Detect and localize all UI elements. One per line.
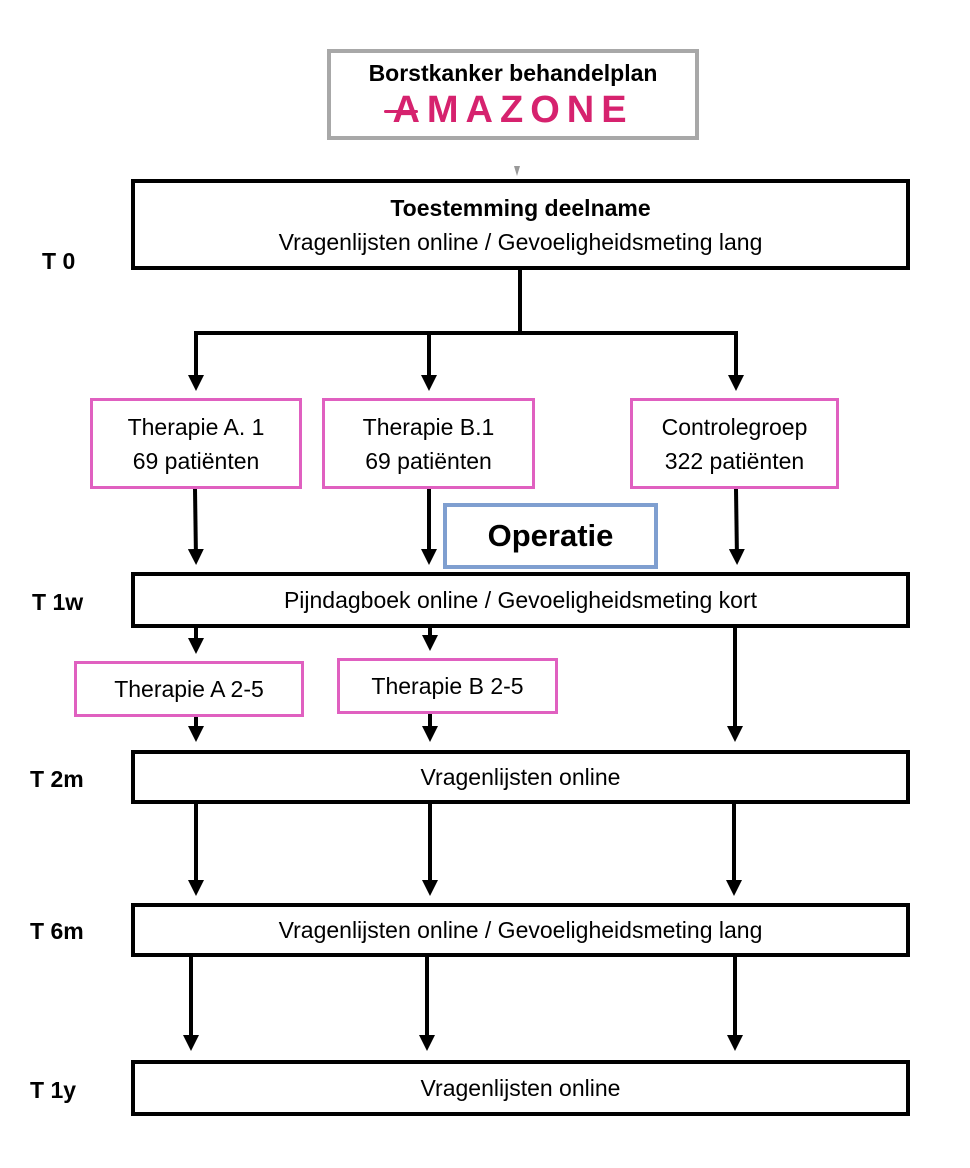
operation-label: Operatie: [487, 518, 614, 553]
therapy-a-followup: Therapie A 2-5: [74, 661, 304, 717]
month6-box: Vragenlijsten online / Gevoeligheidsmeti…: [131, 903, 910, 957]
month2-text: Vragenlijsten online: [420, 764, 621, 790]
month6-text: Vragenlijsten online / Gevoeligheidsmeti…: [278, 917, 763, 943]
operation-box: Operatie: [443, 503, 658, 569]
group-therapy-a1: Therapie A. 1 69 patiënten: [90, 398, 302, 489]
group-patients: 322 patiënten: [664, 447, 805, 474]
week1-box: Pijndagboek online / Gevoeligheidsmeting…: [131, 572, 910, 628]
timepoint-t1y: T 1y: [30, 1077, 77, 1103]
timepoint-t1w: T 1w: [32, 589, 84, 615]
year1-text: Vragenlijsten online: [420, 1075, 621, 1101]
timepoint-t0: T 0: [42, 248, 76, 274]
group-name: Controlegroep: [661, 413, 808, 440]
therapy-b-followup-label: Therapie B 2-5: [371, 673, 524, 699]
week1-text: Pijndagboek online / Gevoeligheidsmeting…: [283, 587, 758, 613]
header-box: Borstkanker behandelplan AMAZONE: [327, 49, 699, 140]
logo-text: AMAZONE: [392, 88, 634, 131]
header-arrow: [514, 166, 520, 176]
consent-subtitle: Vragenlijsten online / Gevoeligheidsmeti…: [278, 228, 763, 255]
group-name: Therapie A. 1: [127, 413, 265, 440]
group-control: Controlegroep 322 patiënten: [630, 398, 839, 489]
therapy-a-followup-label: Therapie A 2-5: [114, 676, 264, 702]
logo-swoosh: [384, 109, 419, 113]
timepoint-t2m: T 2m: [30, 766, 84, 792]
group-patients: 69 patiënten: [365, 447, 492, 474]
group-patients: 69 patiënten: [132, 447, 260, 474]
year1-box: Vragenlijsten online: [131, 1060, 910, 1116]
month2-box: Vragenlijsten online: [131, 750, 910, 804]
group-therapy-b1: Therapie B.1 69 patiënten: [322, 398, 535, 489]
header-title: Borstkanker behandelplan: [368, 59, 658, 86]
amazone-logo: AMAZONE: [384, 88, 634, 132]
consent-title: Toestemming deelname: [390, 194, 651, 221]
therapy-b-followup: Therapie B 2-5: [337, 658, 558, 714]
timepoint-t6m: T 6m: [30, 918, 84, 944]
consent-box: Toestemming deelname Vragenlijsten onlin…: [131, 179, 910, 270]
group-name: Therapie B.1: [362, 413, 495, 440]
